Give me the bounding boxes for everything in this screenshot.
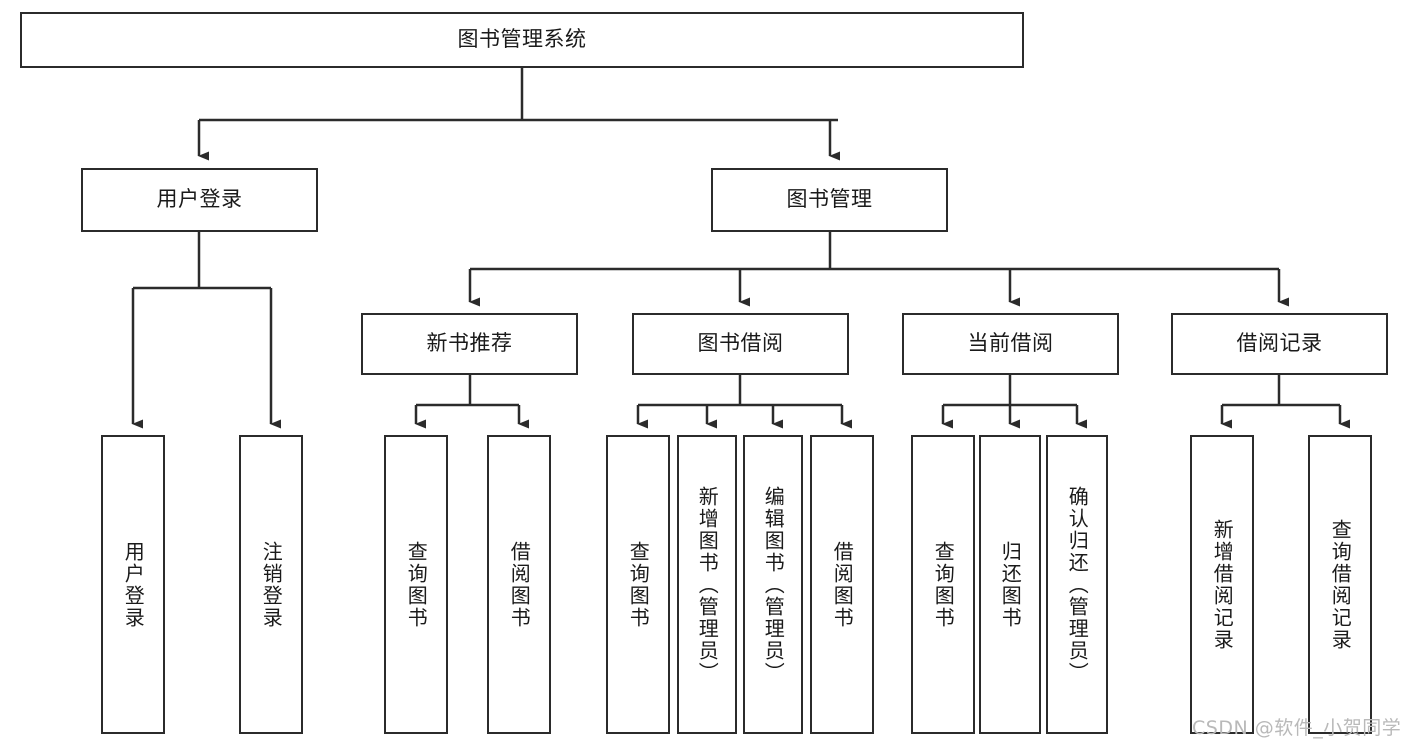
- node-leaf-query-book-a[interactable]: 查询图书: [384, 435, 448, 734]
- node-leaf-edit-book[interactable]: 编辑图书（管理员）: [743, 435, 803, 734]
- node-leaf-borrow-book-a[interactable]: 借阅图书: [487, 435, 551, 734]
- node-leaf-add-book[interactable]: 新增图书（管理员）: [677, 435, 737, 734]
- node-leaf-query-record[interactable]: 查询借阅记录: [1308, 435, 1372, 734]
- node-leaf-query-book-a-label: 查询图书: [404, 540, 429, 629]
- node-leaf-confirm-return-label: 确认归还（管理员）: [1065, 485, 1090, 684]
- node-leaf-return-book-label: 归还图书: [998, 540, 1023, 629]
- edge-group-bookmanage-to-level3: [468, 232, 1289, 307]
- edge-group-currentborrow-to-leaves: [941, 375, 1087, 429]
- node-leaf-borrow-book-b[interactable]: 借阅图书: [810, 435, 874, 734]
- node-root-system-label: 图书管理系统: [457, 27, 587, 52]
- node-current-borrow[interactable]: 当前借阅: [902, 313, 1119, 375]
- node-leaf-add-record[interactable]: 新增借阅记录: [1190, 435, 1254, 734]
- node-leaf-borrow-book-a-label: 借阅图书: [507, 540, 532, 629]
- node-borrow-record[interactable]: 借阅记录: [1171, 313, 1388, 375]
- node-leaf-return-book[interactable]: 归还图书: [979, 435, 1041, 734]
- node-new-book-recommend-label: 新书推荐: [426, 331, 513, 356]
- node-leaf-query-book-c[interactable]: 查询图书: [911, 435, 975, 734]
- node-current-borrow-label: 当前借阅: [967, 331, 1054, 356]
- node-leaf-query-book-b[interactable]: 查询图书: [606, 435, 670, 734]
- node-leaf-add-book-label: 新增图书（管理员）: [695, 485, 720, 684]
- node-user-login[interactable]: 用户登录: [81, 168, 318, 232]
- node-book-borrow[interactable]: 图书借阅: [632, 313, 849, 375]
- node-leaf-edit-book-label: 编辑图书（管理员）: [761, 485, 786, 684]
- node-book-borrow-label: 图书借阅: [697, 331, 784, 356]
- node-leaf-query-book-b-label: 查询图书: [626, 540, 651, 629]
- node-root-system[interactable]: 图书管理系统: [20, 12, 1024, 68]
- edge-group-userlogin-to-leaves: [131, 232, 281, 429]
- node-leaf-query-record-label: 查询借阅记录: [1328, 518, 1353, 651]
- node-leaf-query-book-c-label: 查询图书: [931, 540, 956, 629]
- node-leaf-confirm-return[interactable]: 确认归还（管理员）: [1046, 435, 1108, 734]
- edge-group-bookborrow-to-leaves: [636, 375, 852, 429]
- node-leaf-add-record-label: 新增借阅记录: [1210, 518, 1235, 651]
- edge-group-newbook-to-leaves: [414, 375, 529, 429]
- edge-group-root-to-level2: [197, 67, 840, 161]
- node-book-manage[interactable]: 图书管理: [711, 168, 948, 232]
- node-leaf-logout[interactable]: 注销登录: [239, 435, 303, 734]
- node-new-book-recommend[interactable]: 新书推荐: [361, 313, 578, 375]
- node-user-login-label: 用户登录: [156, 187, 243, 212]
- edge-group-borrowrecord-to-leaves: [1220, 375, 1350, 429]
- node-book-manage-label: 图书管理: [786, 187, 873, 212]
- node-leaf-borrow-book-b-label: 借阅图书: [830, 540, 855, 629]
- node-leaf-user-login[interactable]: 用户登录: [101, 435, 165, 734]
- node-leaf-user-login-label: 用户登录: [121, 540, 146, 629]
- node-leaf-logout-label: 注销登录: [259, 540, 284, 629]
- node-borrow-record-label: 借阅记录: [1236, 331, 1323, 356]
